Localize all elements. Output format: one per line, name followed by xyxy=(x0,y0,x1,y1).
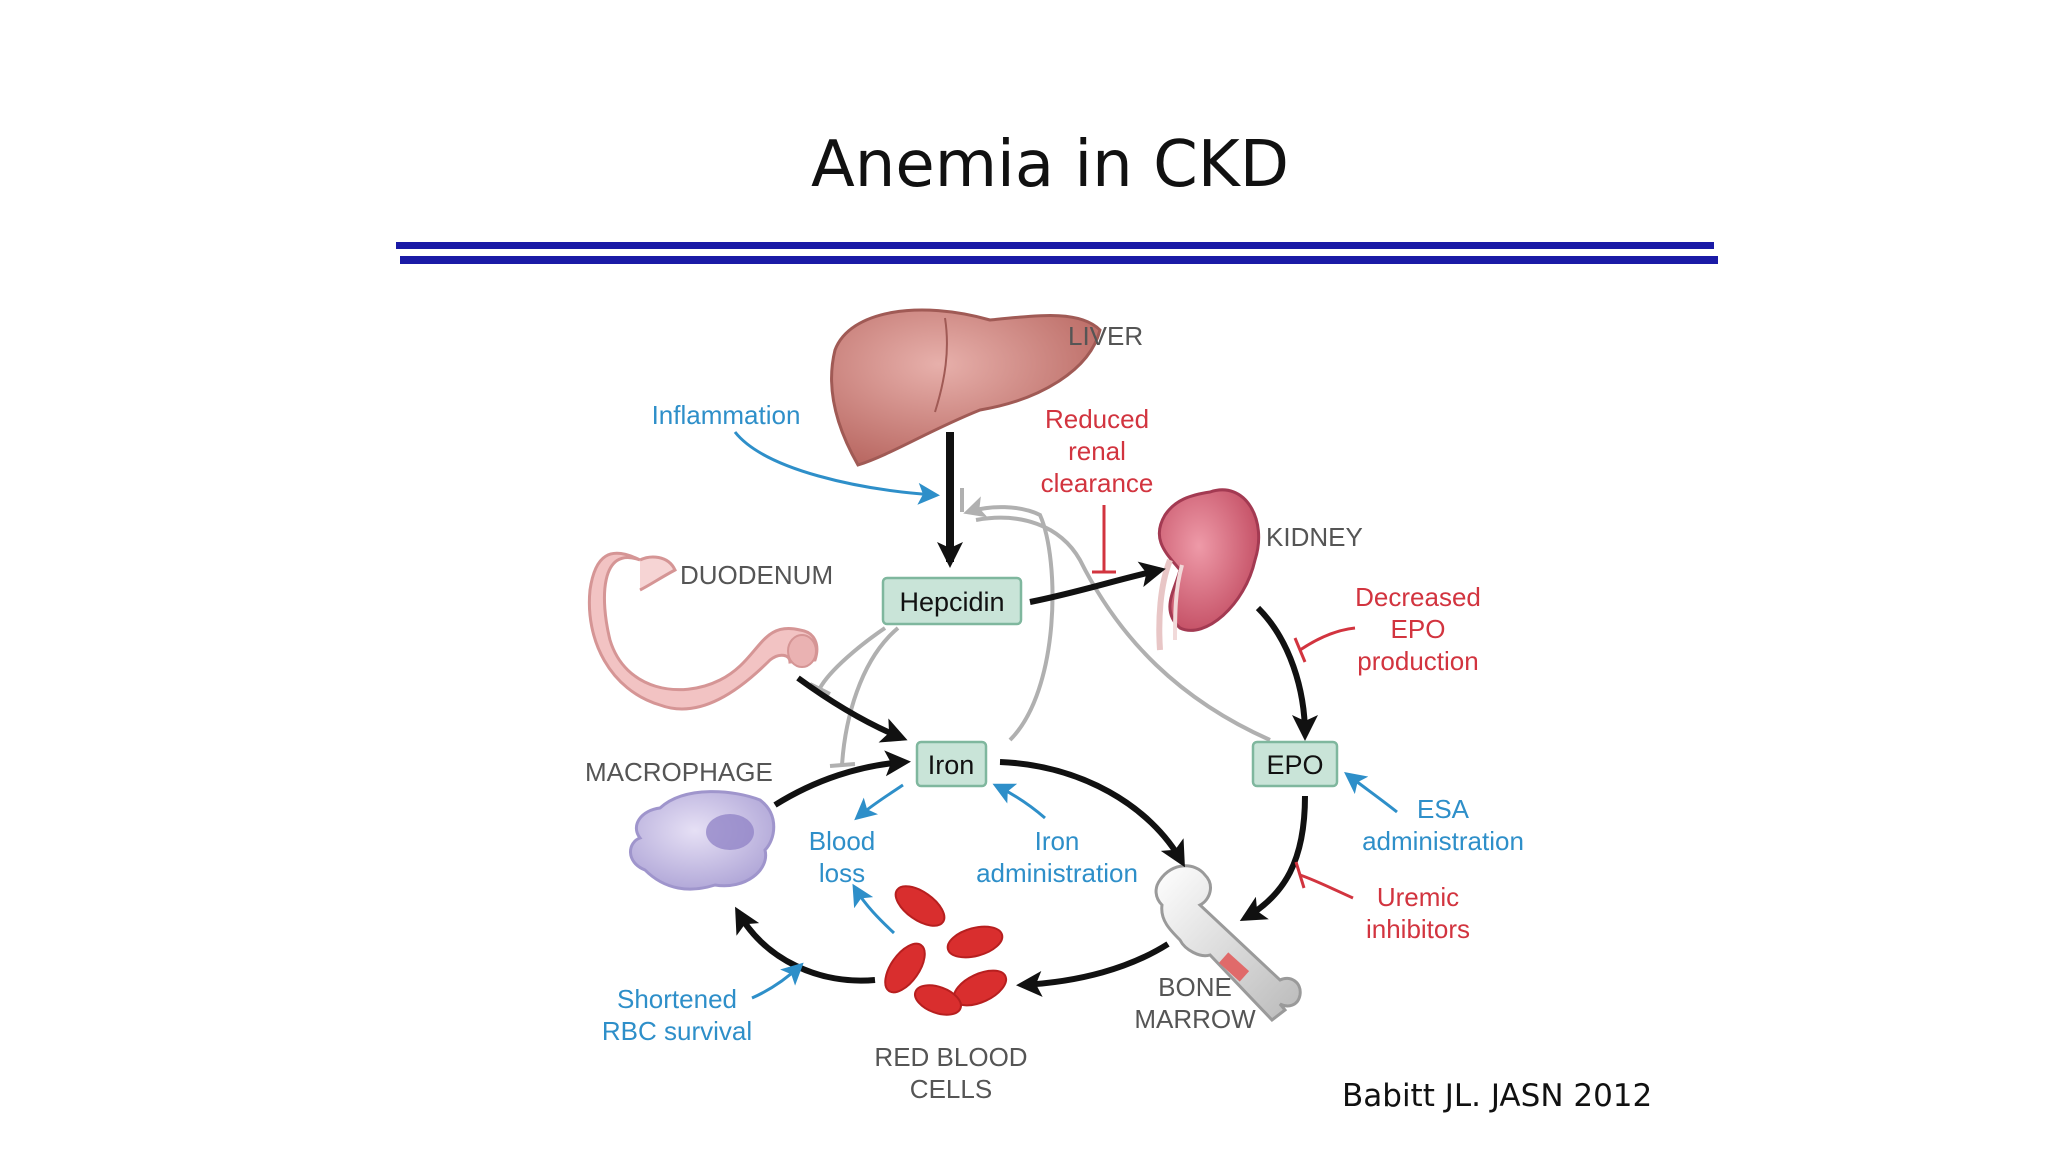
duodenum-label: DUODENUM xyxy=(680,560,833,590)
macrophage-label: MACROPHAGE xyxy=(585,757,773,787)
kidney-icon xyxy=(1156,488,1261,651)
citation: Babitt JL. JASN 2012 xyxy=(1342,1078,1653,1114)
arrow-macrophage-to-iron xyxy=(773,750,911,808)
gray-arrow-epo-to-hepcidin xyxy=(975,515,1271,742)
shortened-rbc-label-1: Shortened xyxy=(617,984,737,1014)
gray-inhibition-hepcidin-duodenum xyxy=(818,626,887,690)
arrow-epo-to-marrow xyxy=(1239,795,1308,921)
arrow-marrow-to-rbc xyxy=(1016,941,1170,997)
arrow-rbc-to-macrophage xyxy=(735,906,876,984)
uremic-label-1: Uremic xyxy=(1377,882,1459,912)
bone-icon xyxy=(1154,864,1302,1023)
epo-label: EPO xyxy=(1266,750,1323,780)
decreased-epo-1: Decreased xyxy=(1355,582,1481,612)
esa-label-2: administration xyxy=(1362,826,1524,856)
kidney-label: KIDNEY xyxy=(1266,522,1363,552)
decreased-epo-2: EPO xyxy=(1391,614,1446,644)
blue-arrow-blood-loss-iron xyxy=(854,783,904,821)
arrow-iron-to-marrow xyxy=(999,759,1185,868)
epo-node: EPO xyxy=(1251,740,1339,788)
liver-icon xyxy=(830,308,1102,467)
arrow-kidney-to-epo xyxy=(1255,605,1318,741)
inflammation-label: Inflammation xyxy=(652,400,801,430)
macrophage-icon xyxy=(629,790,776,891)
reduced-renal-3: clearance xyxy=(1041,468,1154,498)
blue-arrow-iron-admin xyxy=(992,783,1046,820)
gray-inhibition-bar-macrophage xyxy=(829,762,856,768)
title-rule-top xyxy=(396,242,1714,249)
decreased-epo-3: production xyxy=(1357,646,1478,676)
blue-arrow-esa xyxy=(1344,771,1398,814)
arrow-hepcidin-to-kidney xyxy=(1029,561,1166,605)
gray-arrow-iron-to-hepcidin xyxy=(963,496,1055,742)
shortened-rbc-label-2: RBC survival xyxy=(602,1016,752,1046)
red-line-uremic xyxy=(1299,873,1354,900)
blue-arrow-blood-loss-rbc xyxy=(852,883,896,935)
blood-loss-label-2: loss xyxy=(819,858,865,888)
bone-marrow-label-1: BONE xyxy=(1158,972,1232,1002)
bone-marrow-label-2: MARROW xyxy=(1134,1004,1256,1034)
blue-arrow-shortened-rbc xyxy=(751,962,804,1000)
esa-label-1: ESA xyxy=(1417,794,1470,824)
duodenum-icon xyxy=(587,551,819,711)
slide-title: Anemia in CKD xyxy=(810,128,1290,202)
iron-node: Iron xyxy=(915,740,988,788)
iron-admin-label-1: Iron xyxy=(1035,826,1080,856)
iron-admin-label-2: administration xyxy=(976,858,1138,888)
arrow-duodenum-to-iron xyxy=(796,675,908,743)
blue-arrow-inflammation xyxy=(733,431,940,505)
uremic-label-2: inhibitors xyxy=(1366,914,1470,944)
liver-label: LIVER xyxy=(1068,321,1143,351)
hepcidin-label: Hepcidin xyxy=(899,587,1004,617)
blood-loss-label-1: Blood xyxy=(809,826,876,856)
title-rule-bottom xyxy=(400,256,1718,264)
red-line-decreased-epo xyxy=(1299,626,1356,652)
red-blood-cells-icon xyxy=(884,885,1008,1016)
hepcidin-node: Hepcidin xyxy=(881,576,1023,626)
rbc-label-1: RED BLOOD xyxy=(874,1042,1027,1072)
reduced-renal-1: Reduced xyxy=(1045,404,1149,434)
gray-inhibition-hepcidin-macrophage xyxy=(840,626,900,766)
red-bar-decreased-epo xyxy=(1293,637,1307,663)
iron-label: Iron xyxy=(928,750,975,780)
reduced-renal-2: renal xyxy=(1068,436,1126,466)
rbc-label-2: CELLS xyxy=(910,1074,992,1104)
red-bar-uremic xyxy=(1294,861,1306,889)
